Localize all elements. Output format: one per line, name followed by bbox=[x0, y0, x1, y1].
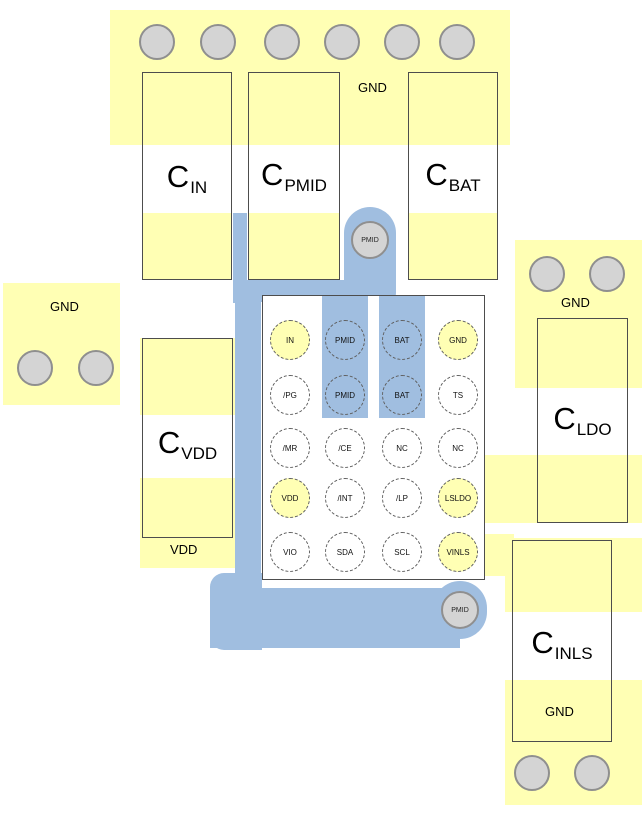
cap-prefix: C bbox=[531, 625, 554, 660]
ic-pad-label: GND bbox=[449, 335, 467, 345]
capacitor-cbat-label: CBAT bbox=[409, 155, 497, 201]
ic-outline: IN PMID BAT GND /PG PMID BAT TS /MR /CE … bbox=[262, 295, 485, 580]
capacitor-cin: CIN bbox=[142, 72, 232, 280]
ic-pad-label: VINLS bbox=[446, 547, 470, 557]
gnd-via bbox=[439, 24, 475, 60]
gnd-label-cinls: GND bbox=[545, 704, 574, 719]
capacitor-cinls: CINLS bbox=[512, 540, 612, 742]
gnd-label-left: GND bbox=[50, 299, 79, 314]
capacitor-cinls-label: CINLS bbox=[513, 623, 611, 669]
gnd-via bbox=[264, 24, 300, 60]
ic-pad-int: /INT bbox=[325, 478, 365, 518]
ic-pad-label: /LP bbox=[395, 493, 408, 503]
ic-pad-ts: TS bbox=[438, 375, 478, 415]
ic-pad-label: /INT bbox=[337, 493, 353, 503]
cap-prefix: C bbox=[553, 401, 576, 436]
gnd-via bbox=[529, 256, 565, 292]
capacitor-cldo: CLDO bbox=[537, 318, 628, 523]
ic-pad-bat-a: BAT bbox=[382, 320, 422, 360]
ic-pad-lp: /LP bbox=[382, 478, 422, 518]
gnd-via bbox=[574, 755, 610, 791]
cap-subscript: BAT bbox=[448, 176, 481, 195]
cap-subscript: IN bbox=[190, 178, 208, 197]
capacitor-cvdd-label: CVDD bbox=[143, 423, 232, 469]
ic-pad-label: VIO bbox=[283, 547, 297, 557]
ic-pad-scl: SCL bbox=[382, 532, 422, 572]
ic-pad-label: /MR bbox=[282, 443, 298, 453]
gnd-label-top: GND bbox=[358, 80, 387, 95]
ic-pad-in: IN bbox=[270, 320, 310, 360]
ic-pad-label: SCL bbox=[394, 547, 410, 557]
ic-pad-pg: /PG bbox=[270, 375, 310, 415]
cap-subscript: LDO bbox=[576, 420, 612, 439]
capacitor-cpmid-label: CPMID bbox=[249, 155, 339, 201]
pmid-via-bottom-label: PMID bbox=[451, 606, 469, 614]
copper-pmid-trace-left-strip bbox=[235, 280, 261, 580]
ic-pad-ce: /CE bbox=[325, 428, 365, 468]
cap-subscript: INLS bbox=[554, 644, 593, 663]
cap-prefix: C bbox=[166, 159, 190, 194]
ic-pad-label: LSLDO bbox=[444, 493, 472, 503]
ic-pad-lsldo: LSLDO bbox=[438, 478, 478, 518]
copper-lsldo-strip bbox=[484, 455, 642, 523]
capacitor-cpmid: CPMID bbox=[248, 72, 340, 280]
ic-pad-label: PMID bbox=[335, 390, 355, 400]
capacitor-cin-label: CIN bbox=[143, 157, 231, 203]
copper-cbat-bottom-pad bbox=[408, 213, 498, 280]
ic-pad-gnd: GND bbox=[438, 320, 478, 360]
cap-subscript: PMID bbox=[284, 176, 327, 195]
ic-pad-sda: SDA bbox=[325, 532, 365, 572]
ic-pad-label: PMID bbox=[335, 335, 355, 345]
ic-pad-mr: /MR bbox=[270, 428, 310, 468]
copper-vdd-region bbox=[140, 478, 235, 568]
ic-pad-bat-b: BAT bbox=[382, 375, 422, 415]
cap-prefix: C bbox=[425, 157, 448, 192]
ic-pad-vio: VIO bbox=[270, 532, 310, 572]
cap-prefix: C bbox=[157, 425, 181, 460]
gnd-via bbox=[589, 256, 625, 292]
pmid-via-top: PMID bbox=[351, 221, 389, 259]
pmid-via-top-label: PMID bbox=[361, 236, 379, 244]
ic-pad-pmid-b: PMID bbox=[325, 375, 365, 415]
ic-pad-pmid-a: PMID bbox=[325, 320, 365, 360]
ic-pad-vinls: VINLS bbox=[438, 532, 478, 572]
gnd-via bbox=[200, 24, 236, 60]
ic-pad-label: SDA bbox=[336, 547, 354, 557]
copper-cinls-top-pad bbox=[505, 538, 642, 612]
ic-pad-label: /PG bbox=[283, 390, 297, 400]
gnd-via bbox=[139, 24, 175, 60]
gnd-via bbox=[324, 24, 360, 60]
ic-pad-label: NC bbox=[452, 443, 464, 453]
pmid-via-bottom: PMID bbox=[441, 591, 479, 629]
ic-pad-label: BAT bbox=[394, 335, 410, 345]
copper-cpmid-bottom-pad bbox=[248, 213, 340, 280]
ic-pad-label: TS bbox=[452, 390, 464, 400]
cap-prefix: C bbox=[261, 157, 284, 192]
capacitor-cvdd: CVDD bbox=[142, 338, 233, 538]
ic-pad-nc-a: NC bbox=[382, 428, 422, 468]
cap-subscript: VDD bbox=[181, 444, 218, 463]
gnd-label-right: GND bbox=[561, 295, 590, 310]
capacitor-cbat: CBAT bbox=[408, 72, 498, 280]
gnd-via bbox=[514, 755, 550, 791]
ic-pad-label: IN bbox=[286, 335, 294, 345]
copper-cvdd-top-pad bbox=[140, 338, 235, 415]
copper-pmid-trace-bottom-band bbox=[210, 588, 460, 648]
ic-pad-label: VDD bbox=[281, 493, 299, 503]
gnd-via bbox=[17, 350, 53, 386]
ic-pad-label: /CE bbox=[338, 443, 352, 453]
ic-pad-label: BAT bbox=[394, 390, 410, 400]
ic-pad-vdd: VDD bbox=[270, 478, 310, 518]
copper-cin-bottom-pad bbox=[142, 213, 232, 280]
gnd-via bbox=[384, 24, 420, 60]
capacitor-cldo-label: CLDO bbox=[538, 399, 627, 445]
gnd-via bbox=[78, 350, 114, 386]
ic-pad-nc-b: NC bbox=[438, 428, 478, 468]
ic-pad-label: NC bbox=[396, 443, 408, 453]
vdd-label: VDD bbox=[170, 542, 198, 557]
